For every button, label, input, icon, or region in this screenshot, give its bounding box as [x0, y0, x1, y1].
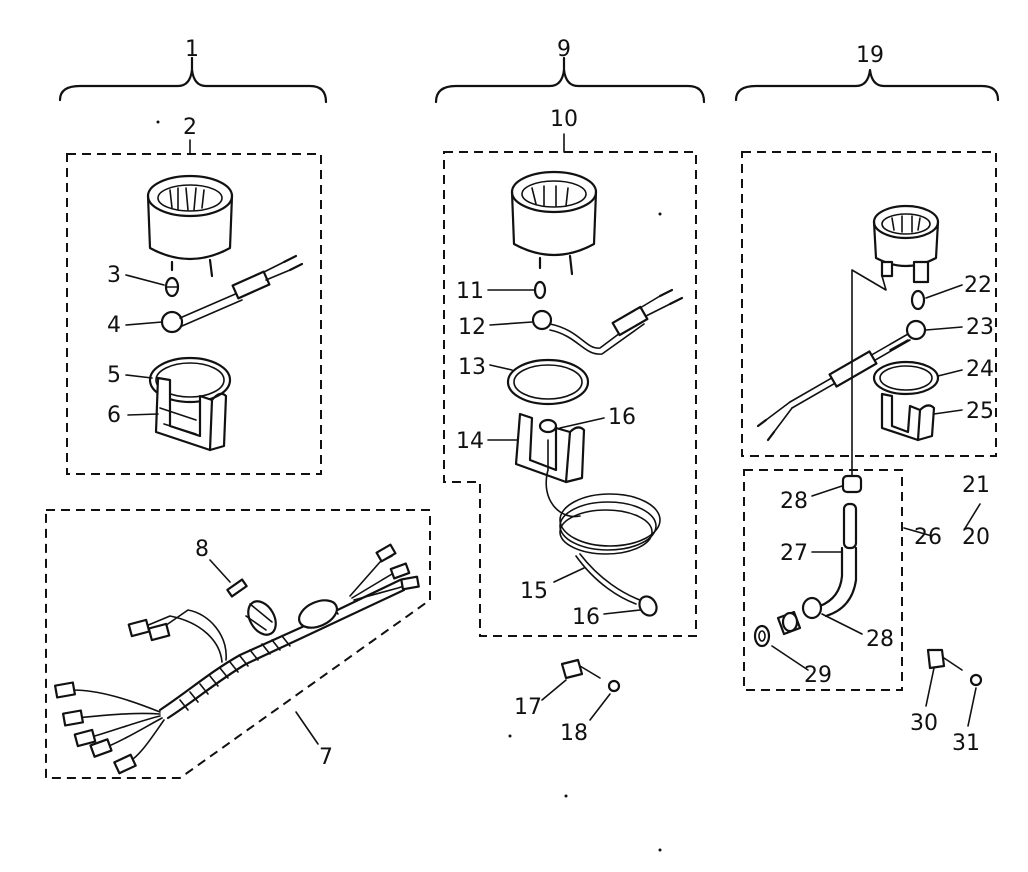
ring-gasket-icon: [872, 360, 940, 396]
callout-31: 31: [952, 731, 980, 756]
callout-21: 21: [962, 473, 990, 498]
callout-7: 7: [319, 745, 333, 770]
callout-29: 29: [804, 663, 832, 688]
callout-30: 30: [910, 711, 938, 736]
callout-16-lower: 16: [572, 605, 600, 630]
callout-4: 4: [107, 313, 121, 338]
callout-17: 17: [514, 695, 542, 720]
group-9: [434, 56, 706, 721]
callout-5: 5: [107, 363, 121, 388]
clip-icon: [926, 648, 963, 671]
bulb-icon: [910, 289, 926, 311]
callout-26: 26: [914, 525, 942, 550]
callout-2: 2: [183, 115, 197, 140]
nut-icon: [801, 596, 823, 620]
kit-box-7: [45, 509, 431, 779]
group-19: [734, 68, 1000, 727]
socket-wire-icon: [756, 319, 927, 442]
callout-24: 24: [966, 357, 994, 382]
gauge-icon: [872, 204, 940, 284]
callout-3: 3: [107, 263, 121, 288]
gauge-icon: [146, 174, 234, 278]
callout-28-upper: 28: [780, 489, 808, 514]
callout-10: 10: [550, 107, 578, 132]
mounting-bracket-icon: [154, 376, 228, 452]
callout-19: 19: [856, 43, 884, 68]
callout-27: 27: [780, 541, 808, 566]
mounting-bracket-icon: [514, 412, 586, 484]
group-1: [58, 56, 328, 475]
callout-9: 9: [557, 37, 571, 62]
callout-15: 15: [520, 579, 548, 604]
callout-13: 13: [458, 355, 486, 380]
kit-box-2: [66, 153, 322, 475]
ring-gasket-icon: [506, 358, 590, 406]
fitting-icon: [776, 610, 802, 636]
socket-wire-icon: [160, 254, 304, 334]
kit-box-10: [443, 151, 697, 637]
callout-23: 23: [966, 315, 994, 340]
mounting-bracket-icon: [880, 392, 936, 442]
callout-20: 20: [962, 525, 990, 550]
fuse-icon: [226, 578, 248, 598]
callout-28-lower: 28: [866, 627, 894, 652]
wiring-harness-icon: [53, 543, 420, 775]
callout-8: 8: [195, 537, 209, 562]
gauge-icon: [510, 170, 598, 276]
screw-icon: [607, 679, 621, 693]
nut-icon: [841, 474, 863, 494]
callout-14: 14: [456, 429, 484, 454]
kit-box-20: [743, 469, 903, 691]
brace-1: [58, 68, 328, 104]
brace-9: [434, 68, 706, 104]
group-7: [45, 509, 431, 779]
brace-19: [734, 68, 1000, 102]
callout-16-upper: 16: [608, 405, 636, 430]
callout-25: 25: [966, 399, 994, 424]
pitot-line: [851, 269, 887, 477]
socket-wire-icon: [531, 288, 684, 355]
callout-18: 18: [560, 721, 588, 746]
callout-12: 12: [458, 315, 486, 340]
callout-1: 1: [185, 37, 199, 62]
clip-icon: [560, 658, 601, 680]
hose-coil-icon: [545, 439, 661, 617]
bulb-icon: [533, 280, 547, 300]
screw-icon: [969, 673, 983, 687]
ring-gasket-icon: [148, 356, 232, 404]
callout-22: 22: [964, 273, 992, 298]
bulb-icon: [164, 276, 180, 298]
tube-icon: [818, 502, 858, 618]
kit-box-21: [741, 151, 997, 457]
washer-icon: [753, 624, 771, 648]
callout-6: 6: [107, 403, 121, 428]
callout-11: 11: [456, 279, 484, 304]
